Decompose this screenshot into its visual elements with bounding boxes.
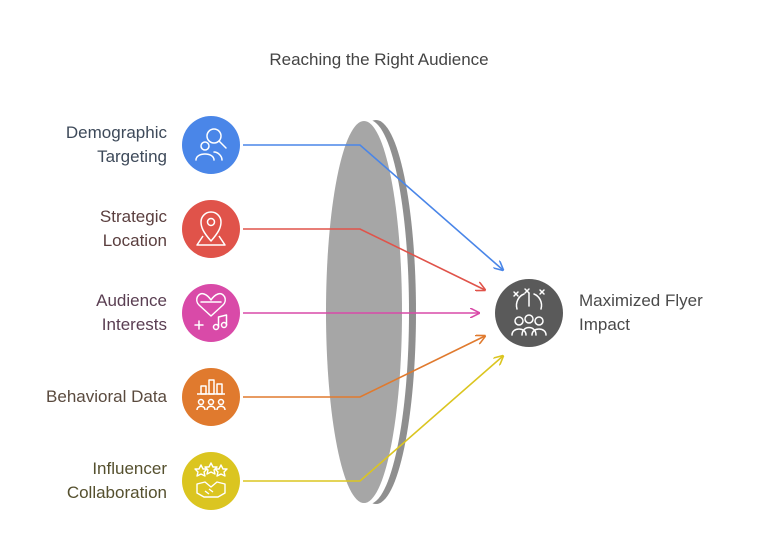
- celebrating-group-icon: [511, 288, 547, 336]
- label-influencer-collaboration: Influencer Collaboration: [66, 459, 167, 502]
- node-influencer: [182, 452, 240, 510]
- map-pin-icon: [196, 211, 226, 246]
- heart-music-icon: [194, 292, 228, 331]
- arrow-demographic: [243, 144, 503, 270]
- node-maximized-impact: [495, 279, 563, 347]
- stars-handshake-icon: [194, 462, 228, 498]
- arrow-location: [243, 228, 485, 290]
- arrow-influencer: [243, 356, 503, 482]
- label-audience-interests: Audience Interests: [96, 291, 167, 334]
- arrow-behavioral: [243, 336, 485, 398]
- label-demographic-targeting: Demographic Targeting: [65, 123, 167, 166]
- node-behavioral: [182, 368, 240, 426]
- node-interests: [182, 284, 240, 342]
- node-demographic: [182, 116, 240, 174]
- label-behavioral-data: Behavioral Data: [46, 387, 167, 406]
- label-strategic-location: Strategic Location: [99, 207, 167, 250]
- diagram-title: Reaching the Right Audience: [269, 50, 489, 69]
- lens-shape: [326, 120, 416, 504]
- user-search-icon: [195, 128, 227, 161]
- node-location: [182, 200, 240, 258]
- bar-chart-people-icon: [196, 379, 226, 411]
- label-maximized-flyer-impact: Maximized Flyer Impact: [579, 291, 703, 334]
